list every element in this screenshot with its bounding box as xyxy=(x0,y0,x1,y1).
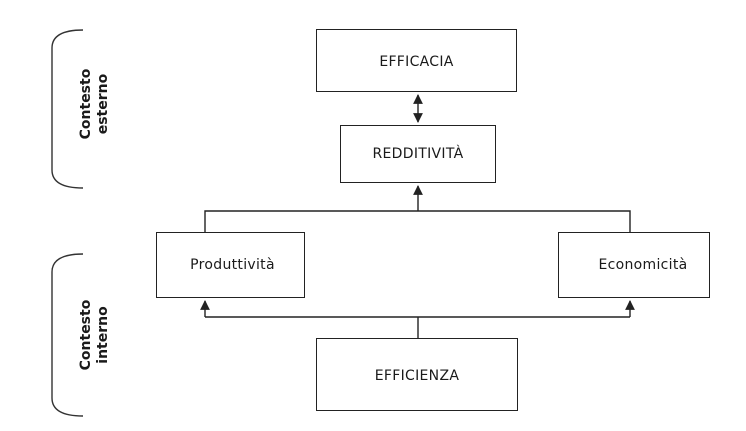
context-internal-line1: Contesto xyxy=(78,299,94,371)
node-economicita-label: Economicità xyxy=(598,257,688,273)
node-efficienza-label: EFFICIENZA xyxy=(374,367,460,384)
node-redditivita-label: REDDITIVITÀ xyxy=(372,146,464,162)
node-efficacia-label: EFFICACIA xyxy=(379,53,454,70)
context-external-line2: esterno xyxy=(95,73,111,135)
context-external-line1: Contesto xyxy=(78,68,94,140)
node-produttivita: Produttività xyxy=(156,232,305,298)
node-efficienza: EFFICIENZA xyxy=(316,338,518,411)
context-internal-label: Contesto interno xyxy=(78,280,118,390)
node-produttivita-label: Produttività xyxy=(190,257,275,273)
node-economicita: Economicità xyxy=(558,232,710,298)
context-internal-line2: interno xyxy=(95,306,111,364)
node-efficacia: EFFICACIA xyxy=(316,29,517,92)
context-external-label: Contesto esterno xyxy=(78,49,118,159)
node-redditivita: REDDITIVITÀ xyxy=(340,125,496,183)
bracket-external xyxy=(51,29,84,189)
bracket-internal xyxy=(51,253,84,417)
connector-top-bar xyxy=(204,210,631,232)
